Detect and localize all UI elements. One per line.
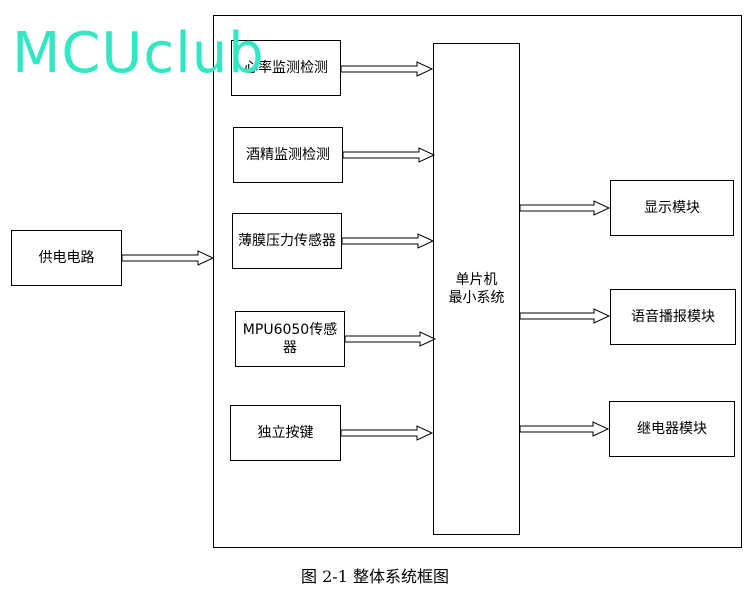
arrow-mcu-to-relay xyxy=(519,421,610,437)
input-label-alcohol: 酒精监测检测 xyxy=(246,147,330,163)
output-label-relay: 继电器模块 xyxy=(637,421,707,437)
output-label-voice: 语音播报模块 xyxy=(631,309,715,325)
arrow-mpu6050-to-mcu xyxy=(344,331,437,347)
arrow-alcohol-to-mcu xyxy=(342,147,436,163)
arrow-mcu-to-voice xyxy=(519,308,611,324)
output-block-display: 显示模块 xyxy=(610,180,734,236)
output-block-voice: 语音播报模块 xyxy=(610,289,736,345)
output-block-relay: 继电器模块 xyxy=(609,401,735,457)
input-label-mpu6050: MPU6050传感器 xyxy=(242,322,338,356)
mcu-block: 单片机 最小系统 xyxy=(433,43,520,535)
power-supply-label: 供电电路 xyxy=(38,250,95,266)
arrow-mcu-to-display xyxy=(519,200,611,216)
input-label-pressure: 薄膜压力传感器 xyxy=(238,233,336,249)
input-label-keys: 独立按键 xyxy=(257,425,314,441)
system-frame xyxy=(213,15,742,548)
arrow-power-to-system xyxy=(121,250,215,266)
arrow-heart-rate-to-mcu xyxy=(340,61,434,77)
arrow-keys-to-mcu xyxy=(340,425,434,441)
input-block-alcohol: 酒精监测检测 xyxy=(233,127,343,183)
watermark-text: MCUclub xyxy=(12,21,265,86)
input-block-keys: 独立按键 xyxy=(230,405,341,461)
input-label-heart-rate: 心率监测检测 xyxy=(244,60,328,76)
arrow-pressure-to-mcu xyxy=(341,233,435,249)
output-label-display: 显示模块 xyxy=(644,200,700,216)
input-block-heart-rate: 心率监测检测 xyxy=(231,40,341,96)
power-supply-block: 供电电路 xyxy=(11,230,122,286)
mcu-label: 单片机 最小系统 xyxy=(448,272,505,306)
figure-caption: 图 2-1 整体系统框图 xyxy=(301,567,449,586)
